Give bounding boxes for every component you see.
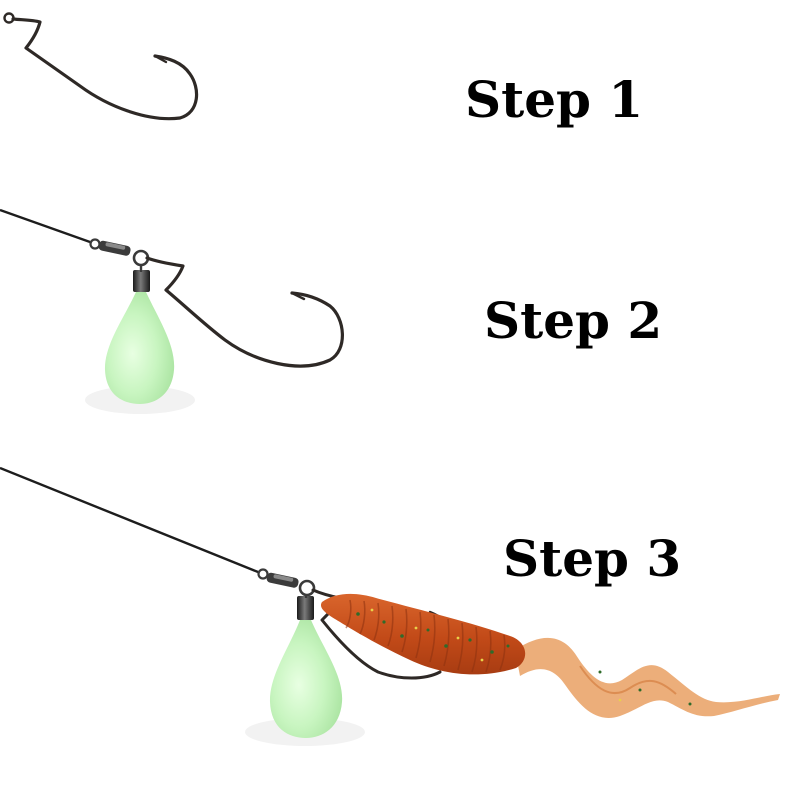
step2-line (0, 208, 91, 244)
step-2-label: Step 2 (484, 291, 663, 350)
step3-worm-icon (320, 593, 780, 718)
step2-sinker-icon (85, 264, 195, 414)
step3-sinker-icon (245, 594, 365, 746)
step-1-label: Step 1 (465, 70, 644, 129)
step1-hook-icon (3, 12, 199, 121)
step-3-label: Step 3 (503, 529, 682, 588)
step3-line (0, 466, 259, 574)
step3-swivel-icon (257, 568, 316, 597)
step2-swivel-icon (89, 238, 150, 267)
step2-hook-icon (145, 256, 344, 368)
